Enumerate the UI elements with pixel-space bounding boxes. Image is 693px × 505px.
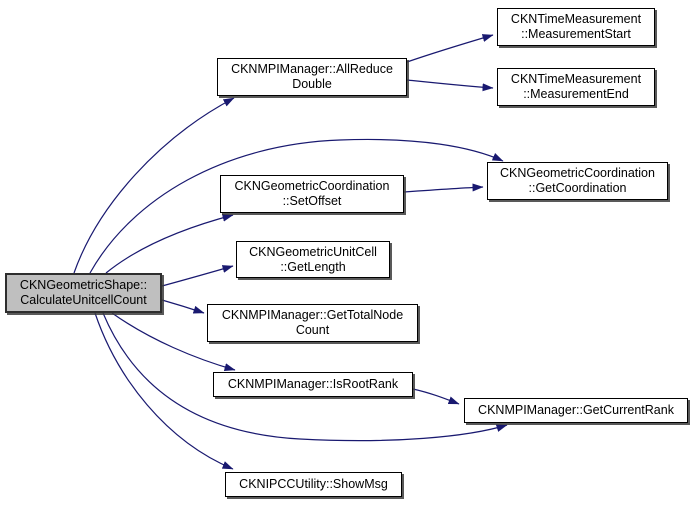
node-get-length[interactable]: CKNGeometricUnitCell::GetLength — [236, 241, 390, 278]
node-label-line: ::GetLength — [280, 259, 346, 274]
node-label-line: CKNMPIManager::IsRootRank — [227, 377, 399, 391]
node-label-line: CKNGeometricCoordination — [500, 166, 655, 180]
edge-calculate-unitcell-count-to-show-msg — [94, 312, 234, 470]
edge-calculate-unitcell-count-to-allreduce-double — [73, 97, 235, 274]
node-label-line: Count — [295, 323, 330, 337]
edge-is-root-rank-to-get-current-rank — [412, 388, 460, 405]
edge-set-offset-to-get-coordination — [403, 183, 484, 193]
node-measurement-end[interactable]: CKNTimeMeasurement::MeasurementEnd — [497, 68, 655, 106]
node-label-line: ::SetOffset — [282, 194, 342, 208]
node-calculate-unitcell-count: CKNGeometricShape::CalculateUnitcellCoun… — [5, 273, 162, 313]
edge-calculate-unitcell-count-to-get-total-node-count — [161, 299, 205, 314]
node-label-line: ::MeasurementEnd — [523, 87, 629, 101]
node-label-line: CKNTimeMeasurement — [510, 72, 642, 86]
edge-calculate-unitcell-count-to-set-offset — [105, 213, 234, 274]
node-label-line: Double — [292, 77, 332, 91]
node-label-line: CKNGeometricUnitCell — [249, 244, 377, 259]
edge-allreduce-double-to-measurement-start — [406, 34, 494, 63]
node-get-current-rank[interactable]: CKNMPIManager::GetCurrentRank — [464, 398, 688, 423]
edge-calculate-unitcell-count-to-is-root-rank — [111, 312, 236, 371]
node-set-offset[interactable]: CKNGeometricCoordination::SetOffset — [220, 175, 404, 213]
node-show-msg[interactable]: CKNIPCCUtility::ShowMsg — [225, 472, 402, 497]
edge-calculate-unitcell-count-to-get-coordination — [89, 138, 504, 274]
node-label-line: CKNMPIManager::GetTotalNode — [221, 308, 404, 322]
edge-calculate-unitcell-count-to-get-length — [161, 265, 234, 287]
node-is-root-rank[interactable]: CKNMPIManager::IsRootRank — [213, 372, 413, 397]
edge-allreduce-double-to-measurement-end — [406, 79, 494, 92]
node-label-line: ::GetCoordination — [528, 181, 627, 195]
node-label-line: CalculateUnitcellCount — [20, 293, 147, 307]
node-label-line: CKNTimeMeasurement — [510, 12, 642, 26]
edge-calculate-unitcell-count-to-get-current-rank — [102, 312, 508, 442]
node-get-coordination[interactable]: CKNGeometricCoordination::GetCoordinatio… — [487, 162, 668, 200]
node-label-line: CKNGeometricShape:: — [19, 278, 148, 292]
node-label-line: CKNGeometricCoordination — [234, 179, 390, 193]
node-label-line: ::MeasurementStart — [521, 27, 631, 41]
node-label-line: CKNIPCCUtility::ShowMsg — [239, 477, 388, 491]
node-measurement-start[interactable]: CKNTimeMeasurement::MeasurementStart — [497, 8, 655, 46]
node-label-line: CKNMPIManager::GetCurrentRank — [478, 403, 674, 417]
node-label-line: CKNMPIManager::AllReduce — [231, 62, 393, 76]
